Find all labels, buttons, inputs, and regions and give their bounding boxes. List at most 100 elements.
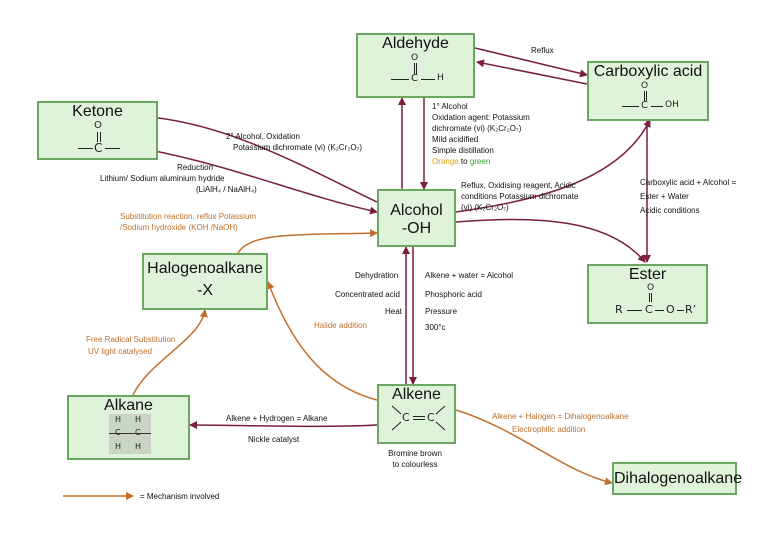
label-ester-1: Carboxylic acid + Alcohol = [640, 178, 737, 187]
label-dehydration-1: Dehydration [355, 271, 399, 280]
ketone-bond-double-2 [100, 132, 101, 142]
alkane-bond-horizontal [109, 433, 151, 434]
arrow-alkene-to-halogenoalkane [266, 281, 378, 401]
arrow-halogenoalkane-to-alcohol [237, 229, 378, 254]
halogenoalkane-title: Halogenoalkane [147, 260, 263, 277]
alkene-bond-double [413, 416, 425, 417]
alkane-h-3: H [115, 442, 122, 451]
alkane-title: Alkane [104, 397, 153, 414]
aldehyde-c: C [411, 73, 418, 84]
arrow-alkene-to-alkane [189, 421, 378, 430]
label-aldehyde-3: dichromate (vi) (K₂Cr₂O₇) [432, 124, 522, 133]
label-dehydration-2: Concentrated acid [335, 290, 400, 299]
alkane-h-2: H [135, 415, 142, 424]
carboxylic-acid-title: Carboxylic acid [593, 63, 703, 80]
alcohol-node: Alcohol -OH [377, 189, 456, 247]
label-ketone-2: Potassium dichromate (vi) (K₂Cr₂O₇) [233, 143, 362, 152]
alkane-structure: H H C C H H [109, 414, 151, 454]
label-carboxylic-3: (vi) (K₂Cr₂O₇) [461, 203, 509, 212]
carboxylic-bond-double-2 [646, 91, 647, 101]
label-substitution-1: Substitution reaction, reflux Potassium [120, 212, 257, 221]
carboxylic-o: O [641, 81, 649, 91]
label-carboxylic-2: conditions Potassium dichromate [461, 192, 579, 201]
label-free-radical-2: UV light catalysed [88, 347, 153, 356]
label-to-word: to [458, 157, 470, 166]
label-halide-addition: Halide addition [314, 321, 367, 330]
ester-bond-2 [655, 310, 664, 311]
arrow-aldehyde-to-carboxylic [474, 47, 588, 78]
carboxylic-oh: OH [665, 100, 679, 110]
label-aldehyde-5: Simple distillation [432, 146, 494, 155]
label-green-word: green [469, 157, 491, 166]
aldehyde-bond-double-2 [416, 63, 417, 74]
arrow-ketone-to-alcohol [149, 149, 378, 215]
ester-bond-double-2 [651, 293, 652, 302]
label-hydrogenation-1: Alkene + Hydrogen = Alkane [226, 414, 328, 423]
label-hydration-1: Alkene + water = Alcohol [425, 271, 514, 280]
alcohol-title: Alcohol [390, 202, 443, 219]
halogenoalkane-node: Halogenoalkane -X [142, 253, 268, 310]
carboxylic-bond-left [622, 106, 639, 107]
ester-o2: O [666, 303, 675, 316]
ketone-title: Ketone [72, 103, 123, 120]
label-bromine-1: Bromine brown [388, 449, 442, 458]
carboxylic-bond-right [651, 106, 663, 107]
ketone-o: O [94, 120, 102, 131]
aldehyde-o: O [411, 53, 419, 63]
ester-bond-double [649, 293, 650, 302]
alkene-bond-double-2 [413, 419, 425, 420]
label-carboxylic-1: Reflux, Oxidising reagent, Acidic [461, 181, 576, 190]
label-reflux: Reflux [531, 46, 554, 55]
alkene-side-bonds [391, 405, 446, 431]
ester-bond-1 [627, 310, 642, 311]
label-dihalogen-2: Electrophilic addition [512, 425, 586, 434]
carboxylic-acid-node: Carboxylic acid O C OH [587, 61, 709, 121]
ester-title: Ester [628, 266, 667, 283]
ketone-bond-double [97, 132, 98, 142]
label-ketone-1: 2° Alcohol, Oxidation [226, 132, 300, 141]
label-hydration-3: Pressure [425, 307, 458, 316]
label-reduction-2: Lithium/ Sodium aluminium hydride [100, 174, 225, 183]
dihalogenoalkane-title: Dihalogenoalkane [614, 470, 743, 487]
legend-text: = Mechanism involved [140, 492, 220, 501]
alkene-c-1: C [402, 411, 410, 424]
alkane-c-2: C [135, 428, 141, 437]
ester-c: C [645, 303, 653, 316]
ketone-bond-right [105, 148, 120, 149]
alkane-c-1: C [115, 428, 121, 437]
alkane-h-1: H [115, 415, 122, 424]
arrow-alkene-to-dihalogenoalkane [455, 409, 613, 486]
label-aldehyde-color-change: Orange to green [432, 156, 490, 167]
arrow-alcohol-to-carboxylic [455, 119, 651, 213]
arrow-carboxylic-to-aldehyde [476, 59, 588, 85]
ketone-bond-left [78, 148, 93, 149]
label-aldehyde-1: 1° Alcohol [432, 102, 468, 111]
arrow-alcohol-to-ester [455, 218, 646, 263]
aldehyde-bond-left [391, 79, 409, 80]
label-dihalogen-1: Alkene + Halogen = Dihalogenoalkane [492, 412, 629, 421]
ketone-node: Ketone O C [37, 101, 158, 160]
alkene-title: Alkene [392, 386, 441, 403]
label-reduction-3: (LiAlH₄ / NaAlH₄) [196, 185, 257, 194]
aldehyde-bond-right [421, 79, 435, 80]
alkene-node: Alkene C C [377, 384, 456, 444]
ketone-c: C [94, 141, 103, 155]
label-aldehyde-4: Mild acidified [432, 135, 479, 144]
label-hydration-4: 300°c [425, 323, 446, 332]
label-ester-2: Ester + Water [640, 192, 689, 201]
ester-o: O [647, 283, 655, 293]
aldehyde-bond-double [414, 63, 415, 74]
label-aldehyde-2: Oxidation agent: Potassium [432, 113, 530, 122]
dihalogenoalkane-node: Dihalogenoalkane [612, 462, 743, 495]
halogenoalkane-group: -X [197, 282, 213, 299]
aldehyde-node: Aldehyde O C H [356, 33, 475, 98]
carboxylic-bond-double [644, 91, 645, 101]
label-hydration-2: Phosphoric acid [425, 290, 482, 299]
label-ester-3: Acidic conditions [640, 206, 700, 215]
arrow-alkane-to-halogenoalkane [132, 309, 208, 396]
ester-r2: R’ [685, 303, 697, 316]
label-dehydration-3: Heat [385, 307, 402, 316]
alkene-c-2: C [427, 411, 435, 424]
